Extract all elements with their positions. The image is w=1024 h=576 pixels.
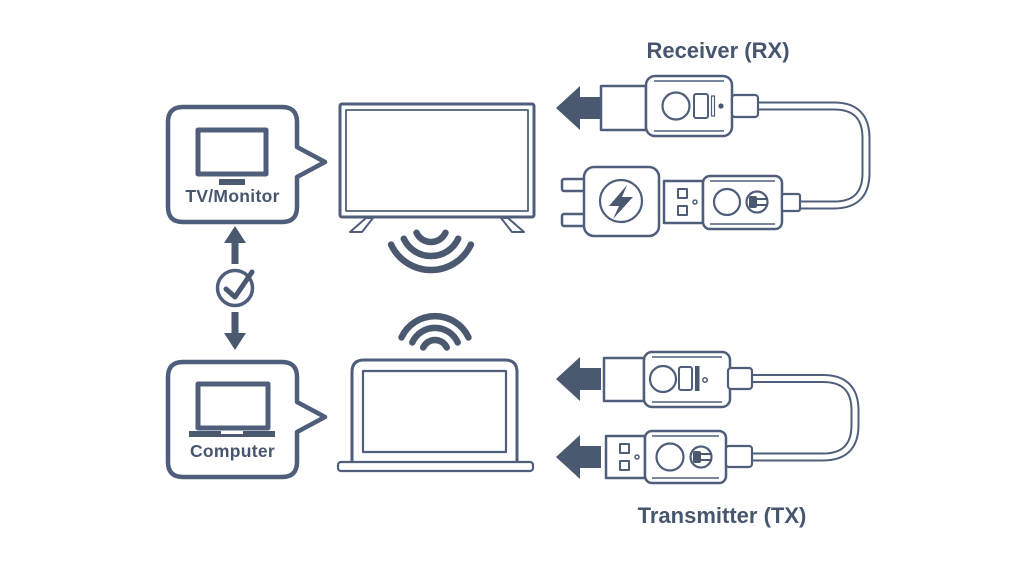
cable-connector (780, 192, 802, 213)
cable-core (750, 376, 858, 460)
label-strip (695, 366, 700, 391)
dongle-body (642, 350, 732, 409)
laptop-lid (350, 358, 519, 462)
cable-connector (730, 93, 760, 119)
tx-connection-cable (750, 374, 860, 462)
plug-prong-bottom (560, 212, 588, 228)
pairing-button (655, 442, 685, 472)
pairing-button (712, 187, 742, 217)
checkmark-circle-icon (215, 268, 255, 308)
computer-label: Computer (189, 441, 276, 461)
connection-status (215, 226, 255, 350)
wifi-signal-down-icon (387, 229, 475, 274)
transmitter-title: Transmitter (TX) (637, 503, 807, 528)
pairing-button (648, 364, 678, 394)
power-adapter (560, 165, 661, 238)
tv-icon-stand (219, 179, 245, 185)
laptop-screen (361, 369, 508, 454)
speech-bubble-outline (165, 359, 328, 480)
arrow-down-icon (224, 312, 246, 350)
tv-monitor-label: TV/Monitor (185, 186, 280, 206)
plug-body (693, 451, 701, 463)
rx-hdmi-dongle (556, 74, 760, 138)
tv-monitor-speech-bubble (165, 104, 328, 225)
wifi-arc-large (387, 241, 475, 274)
usb-pin-top (619, 443, 630, 454)
speech-bubble-outline (165, 104, 328, 225)
laptop-icon (189, 381, 275, 437)
led-dot (718, 103, 724, 109)
usb-dot (692, 199, 698, 205)
tx-usb-dongle (556, 429, 754, 485)
wifi-signal-up-icon (398, 312, 472, 351)
wifi-arc-large (398, 312, 472, 341)
laptop-base (336, 460, 535, 473)
left-arrow-icon (556, 435, 601, 479)
power-plug-icon (689, 445, 713, 469)
cable-core (756, 103, 869, 208)
body-edge-lines (652, 435, 719, 479)
usb-pin-bottom (677, 205, 688, 216)
tx-hdmi-dongle (556, 350, 754, 409)
plug-prong-top (560, 177, 588, 193)
laptop-icon-notch (221, 431, 243, 434)
tv-leg-left (349, 217, 374, 233)
plug-circle (689, 445, 713, 469)
power-plug-icon (745, 190, 769, 214)
left-arrow-icon (556, 357, 601, 401)
hdmi-connector (599, 84, 648, 132)
tv-frame-inner (345, 109, 529, 212)
wifi-arc-small (419, 336, 451, 351)
led-dot (702, 377, 708, 383)
wifi-arc-medium (409, 324, 461, 346)
tv-illustration (338, 102, 536, 233)
laptop-illustration (336, 358, 535, 473)
tv-frame-outer (338, 102, 536, 219)
plug-body (749, 196, 757, 208)
lightning-bolt-icon (609, 185, 633, 219)
micro-usb-port (693, 93, 709, 119)
tv-leg-right (500, 217, 525, 233)
rx-connection-cable (756, 101, 871, 210)
micro-usb-port (678, 366, 693, 391)
usb-dot (634, 454, 640, 460)
arrow-up-icon (224, 226, 246, 264)
cable-outline (750, 374, 860, 462)
computer-speech-bubble (165, 359, 328, 480)
rx-usb-power-dongle (662, 174, 802, 231)
tv-icon (195, 127, 269, 185)
check-circle (215, 268, 255, 308)
wifi-arc-small (413, 229, 449, 246)
plug-circle (745, 190, 769, 214)
cable-connector (726, 366, 754, 391)
usb-pin-bottom (619, 460, 630, 471)
label-strip (710, 95, 716, 117)
power-circle (598, 178, 644, 224)
usb-pin-top (677, 188, 688, 199)
body-edge-lines (710, 180, 775, 225)
hdmi-connector (602, 356, 646, 403)
tv-icon-screen (195, 127, 269, 177)
wifi-arc-medium (400, 235, 462, 260)
receiver-title: Receiver (RX) (646, 38, 790, 63)
check-mark (223, 269, 255, 300)
cable-connector (724, 444, 754, 469)
body-edge-lines (652, 356, 722, 403)
plug-prongs (700, 453, 712, 461)
left-arrow-icon (556, 86, 601, 130)
laptop-icon-screen (195, 381, 271, 431)
body-edge-lines (654, 80, 724, 132)
pairing-button (661, 91, 691, 121)
plug-prongs (756, 198, 768, 206)
